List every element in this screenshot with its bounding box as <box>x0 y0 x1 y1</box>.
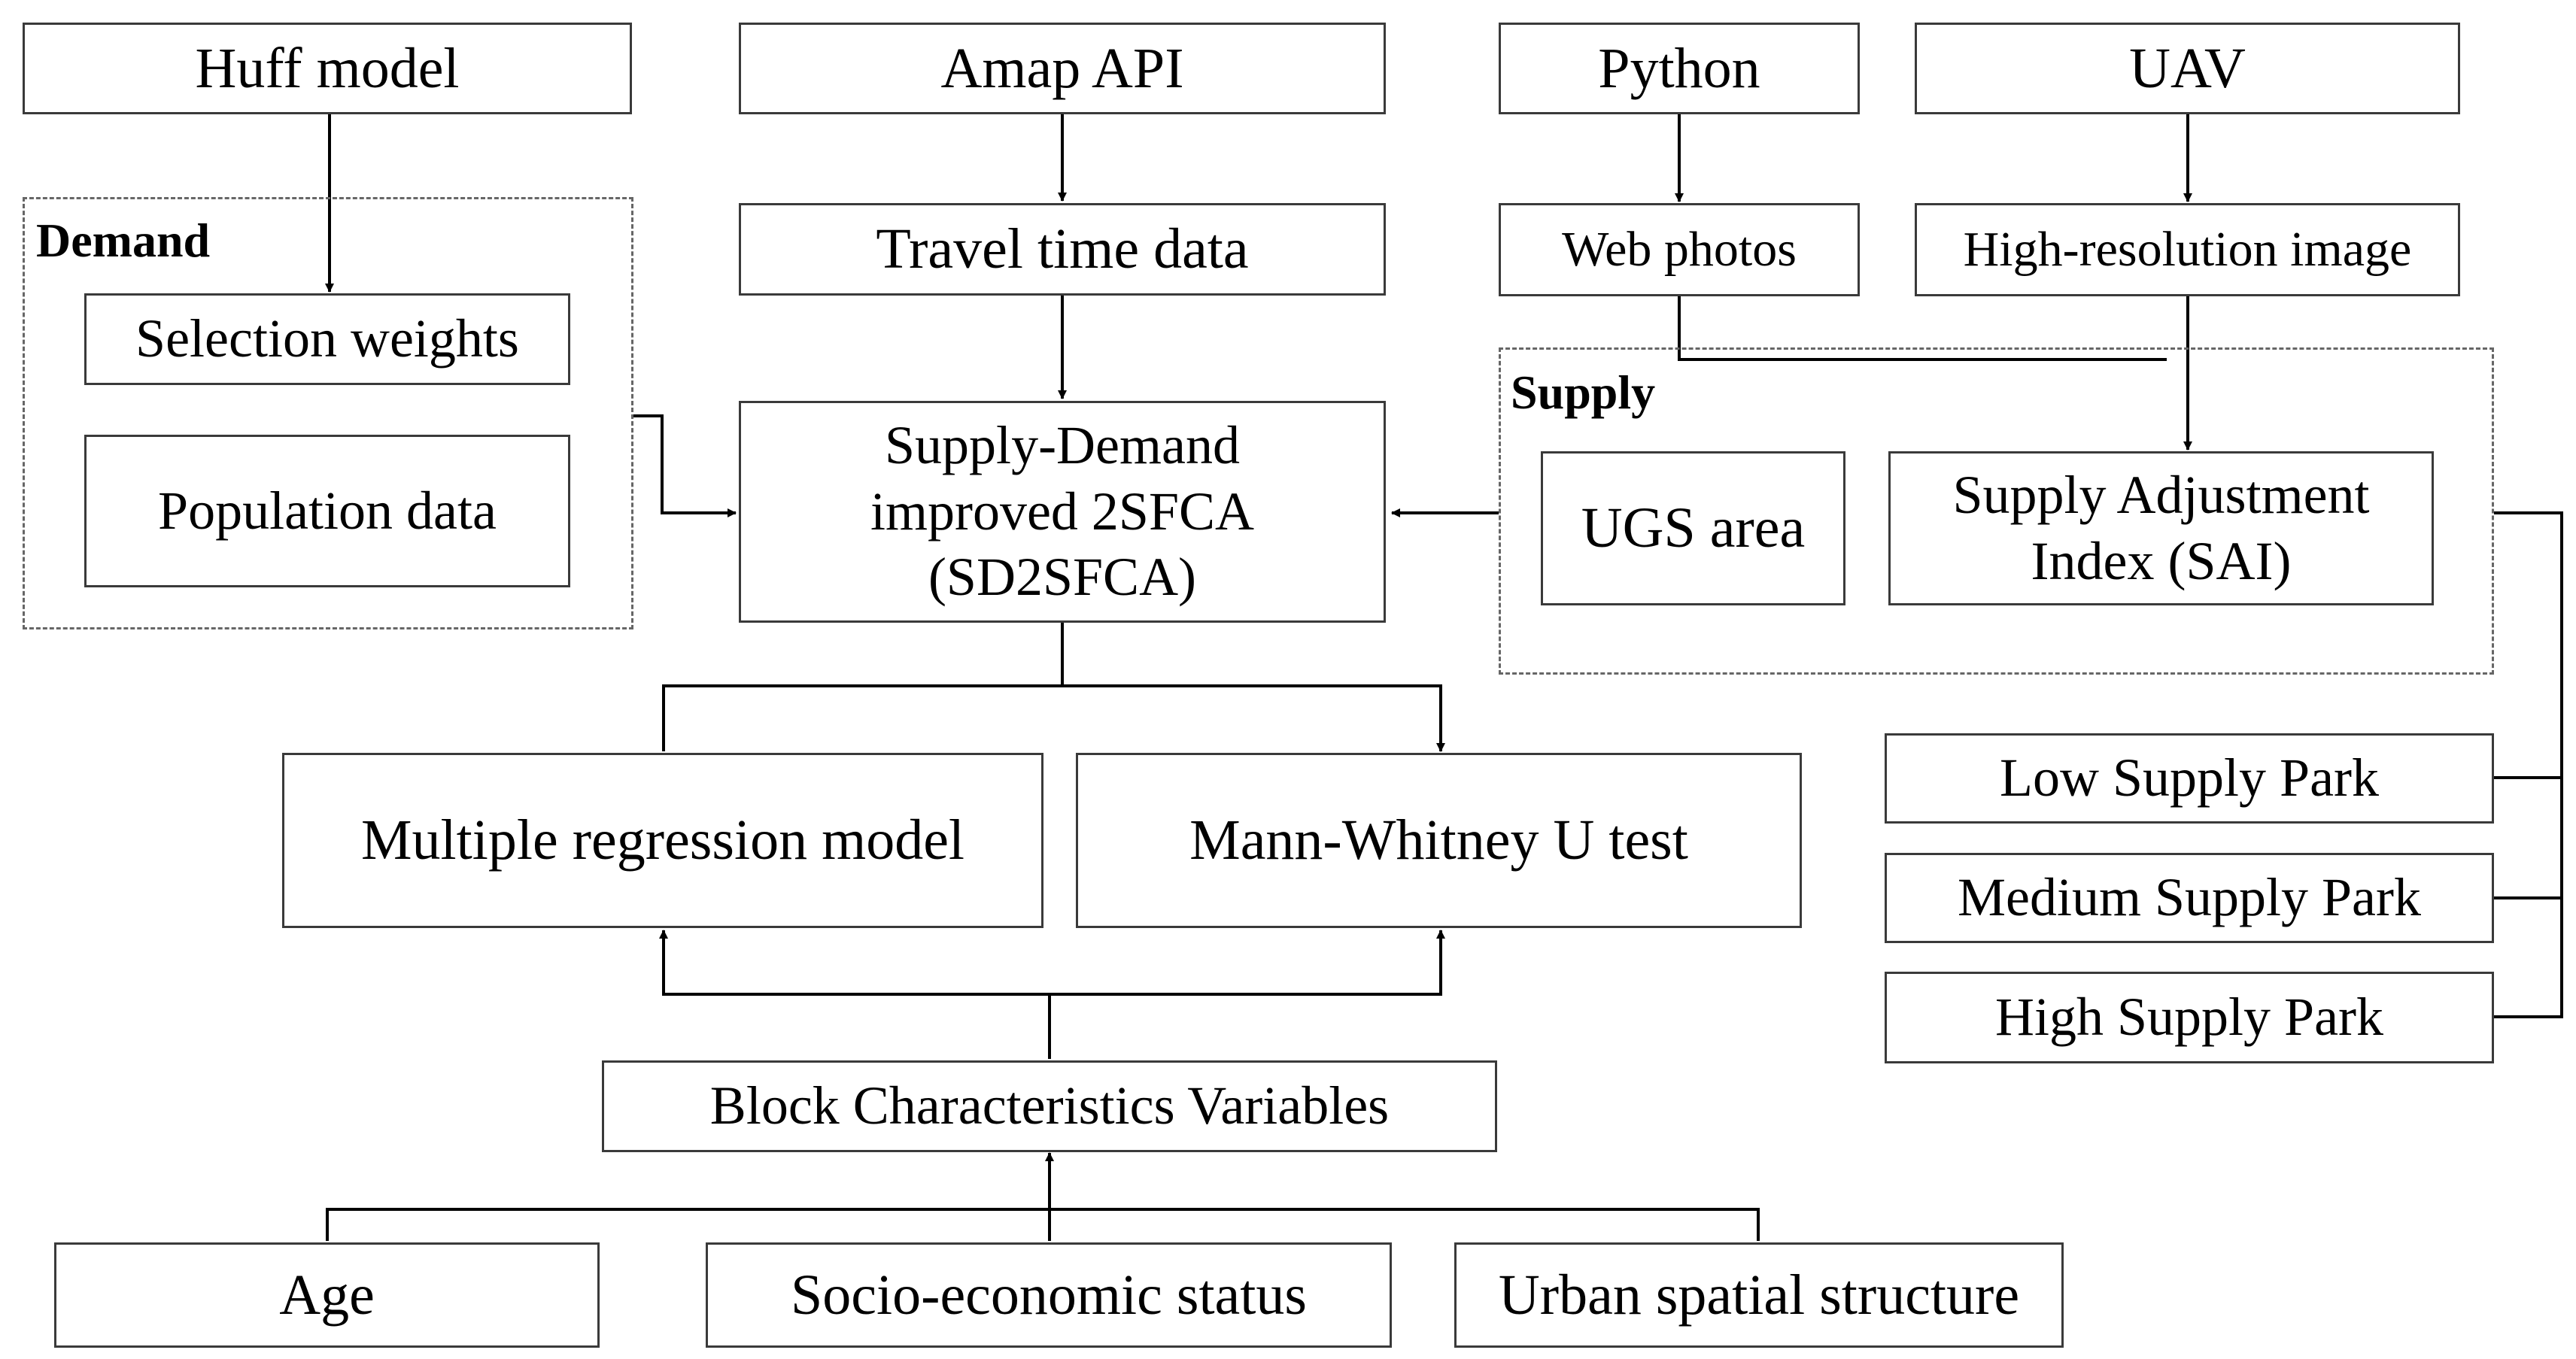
ugs-area-box: UGS area <box>1541 451 1845 605</box>
arrow-block-to-regression <box>659 930 1051 1059</box>
urban-spatial-box: Urban spatial structure <box>1454 1242 2064 1348</box>
low-supply-park-box: Low Supply Park <box>1885 733 2494 824</box>
line-sd2sfca-split <box>662 623 1064 751</box>
arrow-block-to-mannwhitney <box>1050 930 1445 996</box>
sai-box: Supply Adjustment Index (SAI) <box>1888 451 2434 605</box>
mann-whitney-box: Mann-Whitney U test <box>1076 753 1802 928</box>
amap-api-box: Amap API <box>739 23 1386 114</box>
arrow-sd2sfca-to-mannwhitney <box>1062 684 1445 752</box>
line-inputs-bus <box>326 1208 1760 1241</box>
line-webphotos-down <box>1678 296 2167 361</box>
python-box: Python <box>1499 23 1860 114</box>
demand-group-label: Demand <box>36 214 211 267</box>
line-sai-to-park-bus <box>2494 511 2563 1018</box>
socio-economic-box: Socio-economic status <box>706 1242 1392 1348</box>
web-photos-box: Web photos <box>1499 203 1860 296</box>
travel-time-data-box: Travel time data <box>739 203 1386 296</box>
high-supply-park-box: High Supply Park <box>1885 972 2494 1063</box>
multiple-regression-box: Multiple regression model <box>282 753 1043 928</box>
high-resolution-image-box: High-resolution image <box>1915 203 2460 296</box>
sd2sfca-box: Supply-Demand improved 2SFCA (SD2SFCA) <box>739 401 1386 623</box>
arrow-demand-to-sd2sfca <box>633 414 737 517</box>
selection-weights-box: Selection weights <box>84 293 570 385</box>
block-characteristics-box: Block Characteristics Variables <box>602 1060 1497 1152</box>
age-box: Age <box>54 1242 600 1348</box>
demand-group <box>23 197 633 629</box>
huff-model-box: Huff model <box>23 23 632 114</box>
population-data-box: Population data <box>84 435 570 587</box>
uav-box: UAV <box>1915 23 2460 114</box>
supply-group <box>1499 347 2494 675</box>
medium-supply-park-box: Medium Supply Park <box>1885 853 2494 943</box>
supply-group-label: Supply <box>1511 366 1656 419</box>
